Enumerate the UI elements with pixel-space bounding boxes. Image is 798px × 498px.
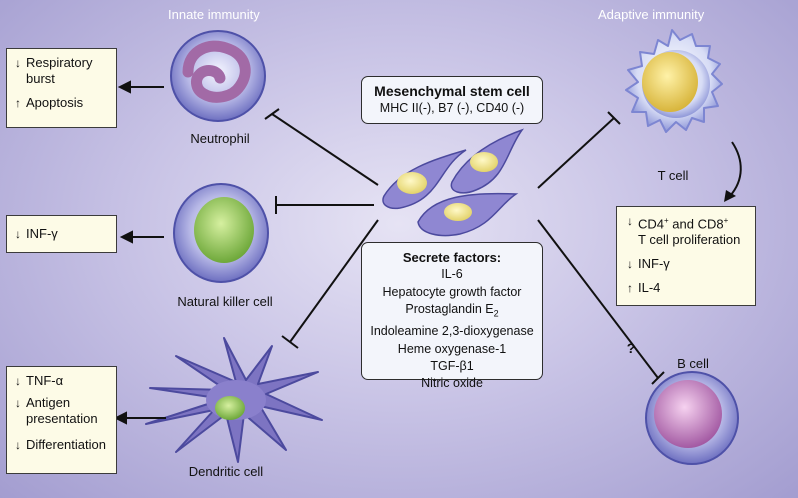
t-cell-label: T cell xyxy=(657,168,689,183)
cd4-cd8-text: CD4+ and CD8+ xyxy=(638,216,729,232)
dendritic-cell-label: Dendritic cell xyxy=(188,464,264,479)
mesenchymal-stem-cells xyxy=(382,128,525,237)
b-cell xyxy=(645,371,739,465)
down-arrow-icon: ↓ xyxy=(15,396,21,410)
factor-ido: Indoleamine 2,3-dioxygenase xyxy=(370,324,534,339)
down-arrow-icon: ↓ xyxy=(15,56,21,70)
dendritic-cell xyxy=(145,337,323,463)
down-arrow-icon: ↓ xyxy=(627,214,633,228)
factor-il6: IL-6 xyxy=(441,267,463,282)
up-arrow-icon: ↑ xyxy=(15,96,21,110)
tcell-proliferation-text: T cell proliferation xyxy=(638,232,741,248)
factor-tgfb1: TGF-β1 xyxy=(430,358,474,373)
down-arrow-icon: ↓ xyxy=(15,374,21,388)
factor-pge2: Prostaglandin E2 xyxy=(405,302,499,319)
b-cell-label: B cell xyxy=(677,356,709,371)
msc-markers: MHC II(-), B7 (-), CD40 (-) xyxy=(379,101,525,115)
down-arrow-icon: ↓ xyxy=(627,257,633,272)
question-mark: ? xyxy=(626,340,636,356)
apoptosis-text: Apoptosis xyxy=(26,95,84,110)
factor-no: Nitric oxide xyxy=(421,376,483,391)
nk-cell xyxy=(173,183,269,283)
nk-effect-box: ↓ INF-γ xyxy=(6,215,117,253)
factors-title: Secrete factors: xyxy=(402,250,502,265)
presentation-text: presentation xyxy=(26,411,98,426)
tcell-effect-box: ↓ CD4+ and CD8+ T cell proliferation ↓ IN… xyxy=(616,206,756,306)
nk-cell-label: Natural killer cell xyxy=(177,294,273,309)
factor-hgf: Hepatocyte growth factor xyxy=(382,284,522,299)
burst-text: burst xyxy=(26,71,55,86)
tnf-alpha-text: TNF-α xyxy=(26,373,64,388)
antigen-text: Antigen xyxy=(26,395,71,410)
tcell-curved-arrow xyxy=(724,141,742,202)
down-arrow-icon: ↓ xyxy=(15,227,21,241)
innate-immunity-header: Innate immunity xyxy=(168,7,260,22)
neutrophil-label: Neutrophil xyxy=(190,131,250,146)
msc-box: Mesenchymal stem cell MHC II(-), B7 (-),… xyxy=(361,76,543,124)
up-arrow-icon: ↑ xyxy=(627,281,633,296)
tcell-inf-gamma-text: INF-γ xyxy=(638,256,670,272)
factor-ho1: Heme oxygenase-1 xyxy=(397,341,507,356)
respiratory-text: Respiratory xyxy=(26,55,93,70)
il4-text: IL-4 xyxy=(638,280,661,296)
effect-arrows xyxy=(113,80,166,425)
down-arrow-icon: ↓ xyxy=(15,438,21,452)
adaptive-immunity-header: Adaptive immunity xyxy=(598,7,705,22)
secrete-factors-box: Secrete factors: IL-6 Hepatocyte growth … xyxy=(361,242,543,390)
msc-title: Mesenchymal stem cell xyxy=(374,83,530,99)
inhibition-lines xyxy=(264,108,665,385)
t-cell xyxy=(625,29,723,133)
neutrophil-cell xyxy=(170,30,266,122)
differentiation-text: Differentiation xyxy=(26,437,106,452)
inf-gamma-text: INF-γ xyxy=(26,226,58,241)
